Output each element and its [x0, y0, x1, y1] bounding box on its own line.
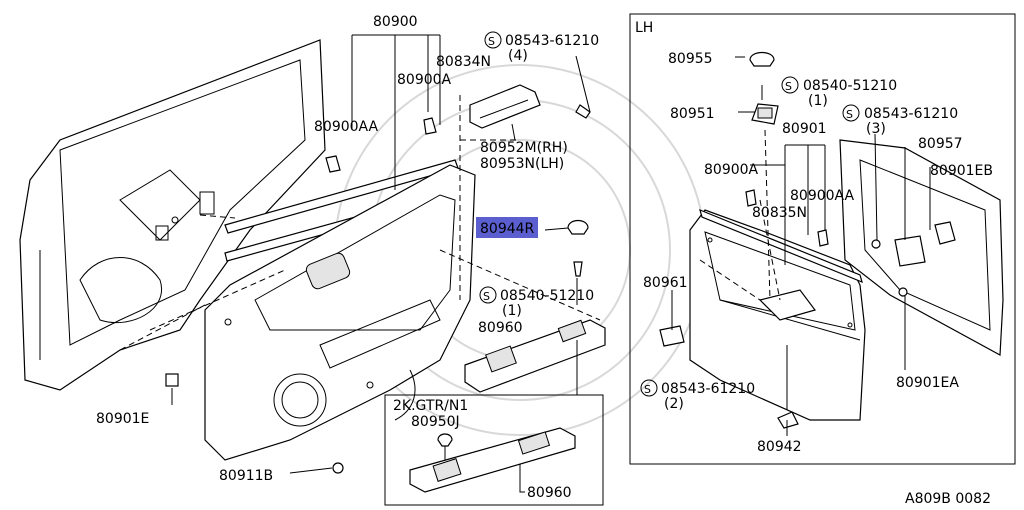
label-80900a: 80900A — [397, 72, 452, 88]
label-80960: 80960 — [478, 320, 523, 336]
lh-part-80901: 80901 — [782, 121, 827, 137]
lh-part-80900a: 80900A — [704, 162, 759, 178]
screw-qty: (1) — [808, 93, 828, 109]
label-80953n-lh: 80953N(LH) — [480, 156, 564, 172]
variant-inset-box: 2K.GTR/N1 80950J 80960 — [384, 394, 604, 506]
screw-qty: (1) — [502, 303, 522, 319]
screw-callout-08540-51210: S 08540-51210 (1) — [479, 286, 594, 319]
switch-finisher-80960 — [464, 319, 606, 393]
lh-screw-callout-08543-61210-3: S 08543-61210 (3) — [842, 104, 958, 137]
label-80900: 80900 — [373, 14, 418, 30]
lh-part-80961: 80961 — [643, 275, 688, 291]
lh-panel: LH 80955 80951 80901 8090 — [629, 13, 1016, 465]
clips-and-screws — [165, 104, 591, 474]
screw-symbol: S — [846, 108, 853, 121]
screw-symbol: S — [785, 80, 792, 93]
variant-part-80950j: 80950J — [411, 414, 460, 430]
door-pull-handle — [469, 84, 541, 129]
screw-qty: (4) — [508, 48, 528, 64]
leader-lines-main — [119, 34, 601, 493]
variant-part-80960: 80960 — [527, 485, 572, 501]
screw-code: 08540-51210 — [500, 288, 594, 304]
drawing-code: A809B 0082 — [905, 491, 991, 507]
lh-part-80901ea: 80901EA — [896, 375, 959, 391]
lh-part-80951: 80951 — [670, 106, 715, 122]
screw-qty: (3) — [866, 121, 886, 137]
lh-screw-callout-08543-61210-2: S 08543-61210 (2) — [640, 379, 755, 412]
screw-callout-08543-61210: S 08543-61210 (4) — [484, 31, 599, 64]
label-80834n: 80834N — [436, 54, 491, 70]
screw-qty: (2) — [664, 396, 684, 412]
label-80944r: 80944R — [480, 221, 535, 237]
lh-part-80955: 80955 — [668, 51, 713, 67]
door-trim-panel — [204, 164, 476, 461]
screw-symbol: S — [644, 383, 651, 396]
label-80952m-rh: 80952M(RH) — [480, 140, 568, 156]
variant-label: 2K.GTR/N1 — [393, 398, 468, 414]
lh-part-80900aa: 80900AA — [790, 188, 855, 204]
lh-part-80957: 80957 — [918, 136, 963, 152]
lh-part-80835n: 80835N — [752, 205, 807, 221]
lh-screw-callout-08540-51210: S 08540-51210 (1) — [781, 76, 897, 109]
lh-part-80942: 80942 — [757, 439, 802, 455]
screw-symbol: S — [483, 290, 490, 303]
screw-code: 08543-61210 — [505, 33, 599, 49]
screw-symbol: S — [488, 35, 495, 48]
screw-code: 08543-61210 — [864, 106, 958, 122]
lh-part-80901eb: 80901EB — [930, 163, 993, 179]
screw-code: 08540-51210 — [803, 78, 897, 94]
label-80900aa: 80900AA — [314, 119, 379, 135]
door-inner-frame — [19, 39, 326, 391]
highlight-box-80944r — [476, 217, 538, 238]
lh-label: LH — [635, 20, 653, 36]
label-80901e: 80901E — [96, 411, 149, 427]
label-80911b: 80911B — [219, 468, 273, 484]
screw-code: 08543-61210 — [661, 381, 755, 397]
